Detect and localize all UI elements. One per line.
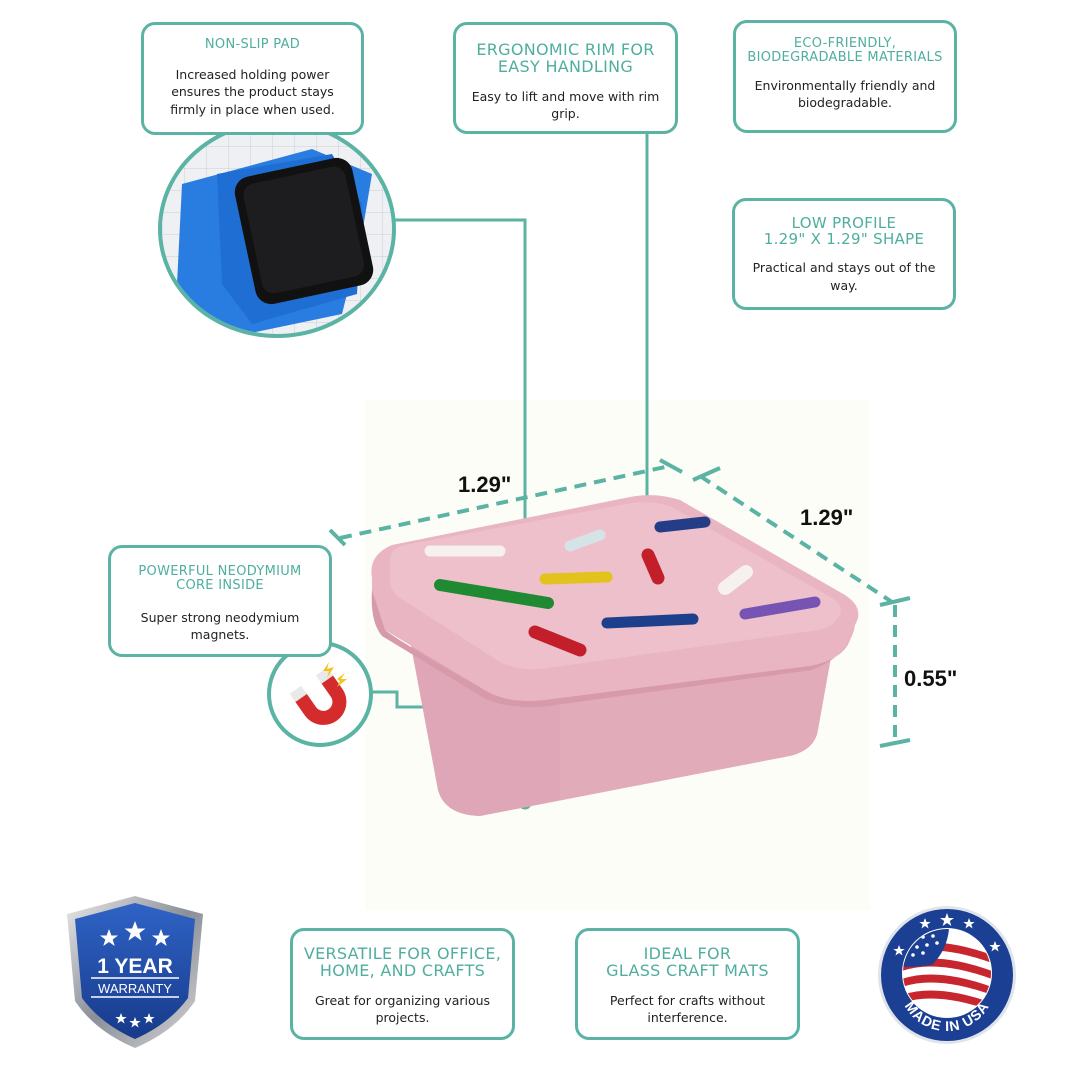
- warranty-years: 1 YEAR: [97, 955, 173, 978]
- neodymium-core-desc: Super strong neodymium magnets.: [140, 610, 300, 643]
- glass-craft-title: IDEAL FOR GLASS CRAFT MATS: [588, 945, 787, 980]
- flag-icon: [903, 929, 991, 1017]
- eco-friendly-title: ECO-FRIENDLY, BIODEGRADABLE MATERIALS: [747, 36, 943, 66]
- ergonomic-rim-desc: Easy to lift and move with rim grip.: [471, 88, 660, 121]
- non-slip-pad-box: NON-SLIP PAD Increased holding power ens…: [141, 22, 364, 135]
- ergonomic-rim-box: ERGONOMIC RIM FOR EASY HANDLING Easy to …: [453, 22, 678, 134]
- neodymium-core-title: POWERFUL NEODYMIUM CORE INSIDE: [138, 564, 302, 594]
- non-slip-pad-title: NON-SLIP PAD: [204, 37, 301, 52]
- versatile-box: VERSATILE FOR OFFICE, HOME, AND CRAFTS G…: [290, 928, 515, 1040]
- horseshoe-magnet-icon: [289, 662, 347, 725]
- glass-craft-title-line1: IDEAL FOR: [643, 944, 732, 963]
- eco-friendly-desc: Environmentally friendly and biodegradab…: [754, 78, 936, 111]
- depth-dimension-label: 1.29": [800, 505, 854, 530]
- versatile-desc: Great for organizing various projects.: [314, 992, 491, 1025]
- low-profile-title-line1: LOW PROFILE: [791, 214, 897, 232]
- warranty-label: WARRANTY: [98, 981, 172, 996]
- star-icon: [100, 921, 170, 946]
- low-profile-title-line2: 1.29" X 1.29" SHAPE: [763, 230, 925, 249]
- low-profile-desc: Practical and stays out of the way.: [752, 260, 936, 293]
- width-dimension-label: 1.29": [458, 472, 512, 497]
- glass-craft-desc: Perfect for crafts without interference.: [609, 992, 766, 1025]
- low-profile-box: LOW PROFILE 1.29" X 1.29" SHAPE Practica…: [732, 198, 956, 310]
- sprinkles: [424, 516, 821, 657]
- made-in-usa-badge: MADE IN USA: [877, 905, 1017, 1045]
- ergonomic-rim-title: ERGONOMIC RIM FOR EASY HANDLING: [476, 40, 655, 77]
- non-slip-detail-image: [158, 120, 396, 338]
- non-slip-pad-desc: Increased holding power ensures the prod…: [170, 67, 335, 117]
- versatile-title: VERSATILE FOR OFFICE, HOME, AND CRAFTS: [303, 944, 502, 981]
- low-profile-title: LOW PROFILE 1.29" X 1.29" SHAPE: [745, 214, 943, 249]
- glass-craft-title-line2: GLASS CRAFT MATS: [606, 961, 769, 981]
- neodymium-core-box: POWERFUL NEODYMIUM CORE INSIDE Super str…: [108, 545, 332, 657]
- glass-craft-box: IDEAL FOR GLASS CRAFT MATS Perfect for c…: [575, 928, 800, 1040]
- height-dimension-label: 0.55": [904, 666, 958, 691]
- eco-friendly-box: ECO-FRIENDLY, BIODEGRADABLE MATERIALS En…: [733, 20, 957, 133]
- warranty-badge: 1 YEAR WARRANTY: [65, 896, 205, 1048]
